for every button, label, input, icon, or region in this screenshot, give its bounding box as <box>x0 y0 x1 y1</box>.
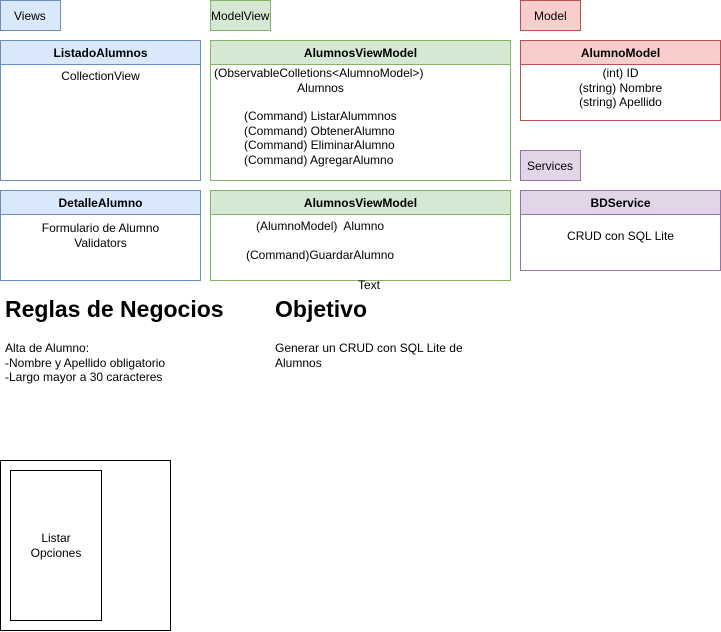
command-item: (Command) AgregarAlumno <box>244 152 394 167</box>
reglas-list: Alta de Alumno: -Nombre y Apellido oblig… <box>5 341 165 385</box>
listado-alumnos-box: ListadoAlumnos CollectionView <box>0 40 201 181</box>
objetivo-text: Generar un CRUD con SQL Lite de Alumnos <box>275 341 463 370</box>
listar-opciones-frame: Listar Opciones <box>0 460 171 631</box>
model-field: (string) Apellido <box>579 95 662 109</box>
bdservice-box: BDService CRUD con SQL Lite <box>520 190 721 271</box>
guardar-command-text: (Command)GuardarAlumno <box>246 248 395 262</box>
reglas-line: Alta de Alumno: <box>5 341 90 355</box>
reglas-line: -Largo mayor a 30 caracteres <box>5 370 163 384</box>
views-label: Views <box>0 0 61 31</box>
alumnos-property-text: Alumnos <box>297 81 344 95</box>
observable-collection-text: (ObservableColletions<AlumnoModel>) <box>214 66 424 80</box>
alumno-model-fields: (int) ID (string) Nombre (string) Apelli… <box>521 66 720 110</box>
alumnos-viewmodel-box: AlumnosViewModel (ObservableColletions<A… <box>210 40 511 181</box>
alumnos-viewmodel-2-title: AlumnosViewModel <box>211 191 510 215</box>
collection-view-text: CollectionView <box>61 69 140 83</box>
text-label: Text <box>358 278 381 292</box>
detalle-line: Validators <box>74 235 127 250</box>
alumnos-viewmodel-title: AlumnosViewModel <box>211 41 510 65</box>
objetivo-line: Alumnos <box>275 355 322 370</box>
reglas-line: -Nombre y Apellido obligatorio <box>5 355 166 370</box>
command-item: (Command) ListarAlummnos <box>244 109 397 123</box>
bdservice-title: BDService <box>521 191 720 215</box>
services-label: Services <box>520 150 581 181</box>
command-list: (Command) ListarAlummnos (Command) Obten… <box>244 109 397 167</box>
model-field: (int) ID <box>602 66 639 80</box>
alumno-model-property-text: (AlumnoModel) Alumno <box>256 219 385 233</box>
command-item: (Command) EliminarAlumno <box>244 138 395 152</box>
modelview-label: ModelView <box>210 0 271 31</box>
detalle-alumno-box: DetalleAlumno Formulario de Alumno Valid… <box>0 190 201 281</box>
model-field: (string) Nombre <box>578 80 663 95</box>
detalle-line: Formulario de Alumno <box>41 221 160 235</box>
alumno-model-title: AlumnoModel <box>521 41 720 65</box>
alumnos-viewmodel-2-box: AlumnosViewModel (AlumnoModel) Alumno (C… <box>210 190 511 281</box>
detalle-alumno-body: Formulario de Alumno Validators <box>1 221 200 250</box>
bdservice-body: CRUD con SQL Lite <box>567 229 674 243</box>
detalle-alumno-title: DetalleAlumno <box>1 191 200 215</box>
alumno-model-box: AlumnoModel (int) ID (string) Nombre (st… <box>520 40 721 121</box>
objetivo-line: Generar un CRUD con SQL Lite de <box>275 341 463 355</box>
reglas-heading: Reglas de Negocios <box>5 296 224 322</box>
listar-opciones-line: Listar <box>41 531 71 545</box>
command-item: (Command) ObtenerAlumno <box>244 123 395 138</box>
listado-alumnos-title: ListadoAlumnos <box>1 41 200 65</box>
objetivo-heading: Objetivo <box>275 296 368 322</box>
listar-opciones-panel: Listar Opciones <box>10 470 102 621</box>
model-label: Model <box>520 0 581 31</box>
listar-opciones-line: Opciones <box>30 545 82 560</box>
